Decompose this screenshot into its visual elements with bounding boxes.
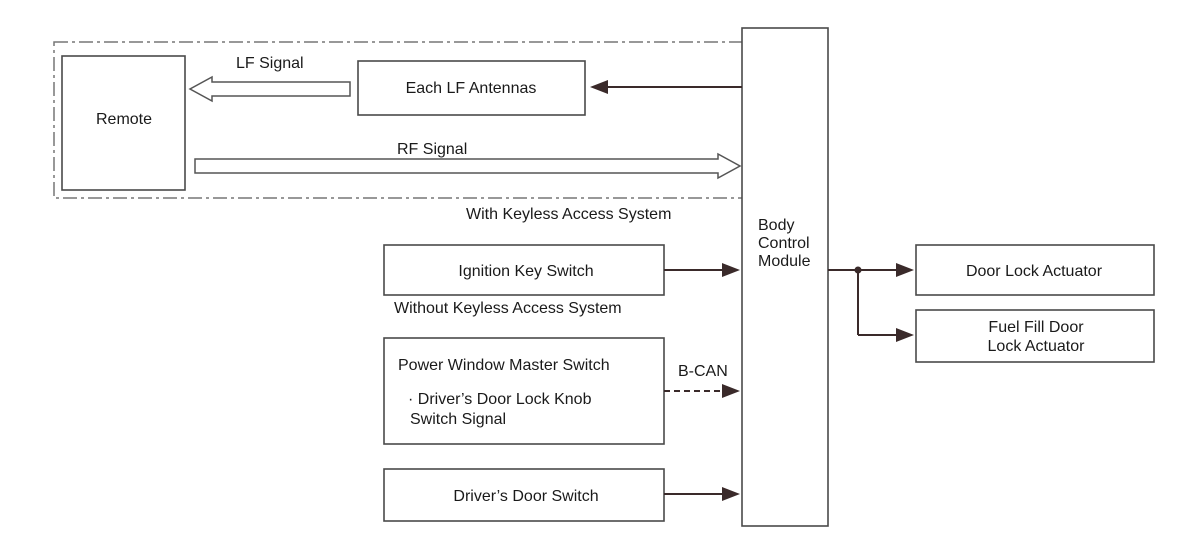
lf-signal-arrow: [188, 75, 351, 103]
without-keyless-access-caption: Without Keyless Access System: [394, 300, 622, 317]
bcm-label-line-3: Module: [758, 253, 811, 270]
rf-signal-arrow: [194, 152, 742, 180]
power-window-detail-line-1: · Driver’s Door Lock Knob: [408, 391, 592, 408]
power-window-detail-line-2: Switch Signal: [410, 411, 506, 428]
rf-signal-label: RF Signal: [397, 141, 467, 158]
drivers-door-switch-label: Driver’s Door Switch: [453, 488, 598, 505]
bcm-to-actuators-connector: [828, 263, 914, 342]
keyless-access-group-border: [53, 41, 751, 199]
door-lock-actuator-box: Door Lock Actuator: [915, 244, 1155, 296]
power-window-master-switch-box: Power Window Master Switch · Driver’s Do…: [383, 337, 665, 445]
lf-antennas-label: Each LF Antennas: [406, 80, 537, 97]
bcm-label-line-2: Control: [758, 235, 810, 252]
power-window-title: Power Window Master Switch: [398, 357, 610, 374]
fuel-fill-actuator-label-line-1: Fuel Fill Door: [988, 319, 1084, 336]
door-lock-actuator-label: Door Lock Actuator: [966, 263, 1103, 280]
drivers-door-switch-box: Driver’s Door Switch: [383, 468, 665, 522]
fuel-fill-door-lock-actuator-box: Fuel Fill Door Lock Actuator: [915, 309, 1155, 363]
lf-antennas-box: Each LF Antennas: [357, 60, 586, 116]
remote-label: Remote: [96, 111, 152, 128]
bcm-label-line-1: Body: [758, 217, 794, 234]
body-control-module-box: Body Control Module: [741, 27, 829, 527]
b-can-label: B-CAN: [678, 363, 728, 380]
door-switch-to-bcm-arrow: [664, 487, 740, 501]
lf-signal-label: LF Signal: [236, 55, 304, 72]
with-keyless-access-caption: With Keyless Access System: [466, 206, 671, 223]
remote-box: Remote: [61, 55, 186, 191]
ignition-key-switch-box: Ignition Key Switch: [383, 244, 665, 296]
fuel-fill-actuator-label-line-2: Lock Actuator: [988, 338, 1086, 355]
bcm-to-lf-antennas-arrow: [590, 80, 742, 94]
ignition-switch-to-bcm-arrow: [664, 263, 740, 277]
b-can-dashed-arrow: [664, 384, 740, 398]
ignition-key-switch-label: Ignition Key Switch: [458, 263, 593, 280]
